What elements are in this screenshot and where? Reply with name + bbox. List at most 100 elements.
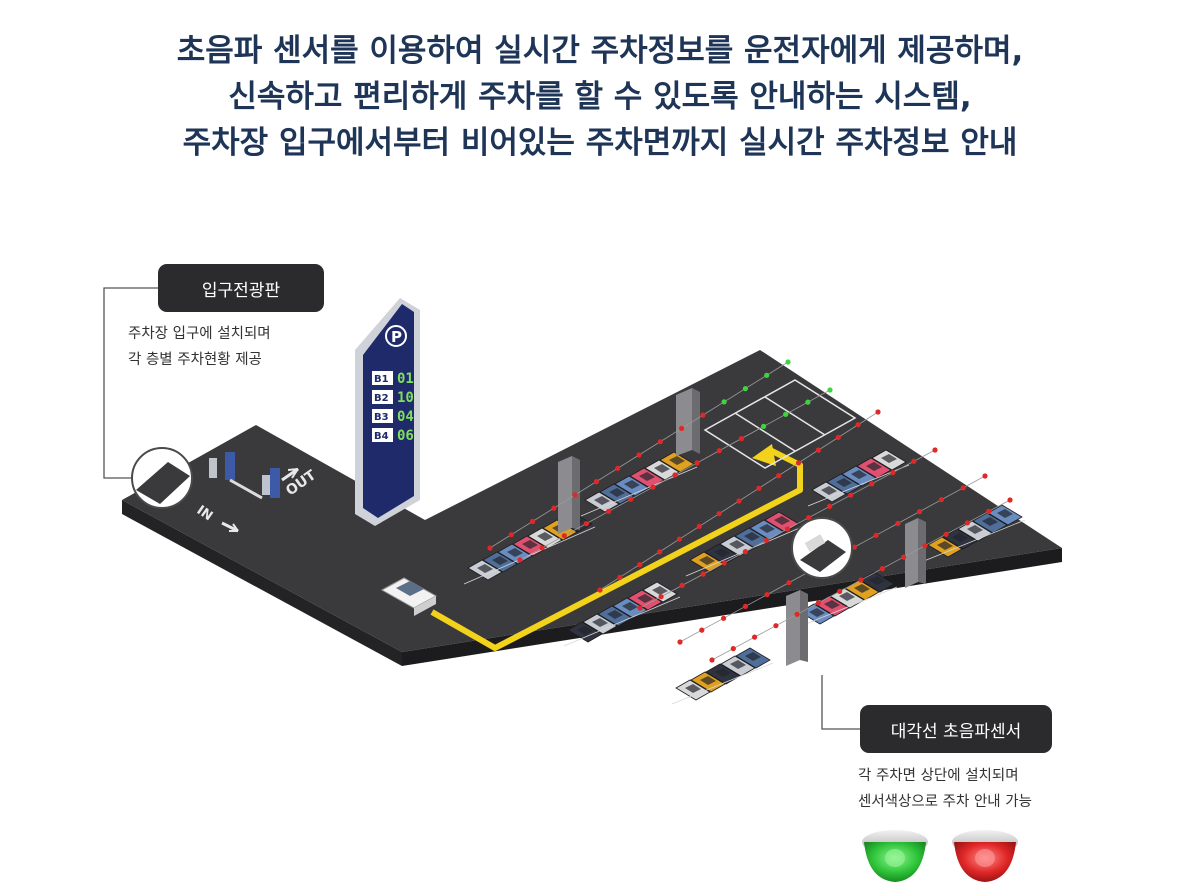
sensor-led xyxy=(815,600,822,606)
sensor-led xyxy=(890,470,896,476)
sensor-led xyxy=(487,545,493,551)
board-callout-line xyxy=(103,287,158,479)
sensor-led xyxy=(796,460,802,466)
in-label: IN xyxy=(194,503,215,524)
sensor-led-line xyxy=(637,447,938,611)
sensor-led xyxy=(786,580,792,586)
parking-row xyxy=(923,504,1026,562)
sensor-led xyxy=(721,615,727,621)
guided-car xyxy=(380,577,438,616)
sensor-led xyxy=(938,497,945,503)
sensor-led xyxy=(763,537,770,543)
sensor-led xyxy=(617,574,623,580)
floor-edge xyxy=(122,500,402,666)
sensor-led xyxy=(784,526,791,532)
sensor-led xyxy=(764,592,770,598)
headline-line-3: 주차장 입구에서부터 비어있는 주차면까지 실시간 주차정보 안내 xyxy=(182,125,1018,161)
sensor-led xyxy=(694,460,700,466)
parking-p-icon xyxy=(385,325,407,347)
entrance-board-desc-line-1: 주차장 입구에 설치되며 xyxy=(128,326,271,342)
sensor-led xyxy=(551,505,557,511)
sensor-led xyxy=(679,582,685,589)
entrance-magnifier xyxy=(131,447,193,509)
sensor-led xyxy=(657,549,663,555)
sensor-led xyxy=(943,531,949,537)
sensor-led-line xyxy=(517,387,833,563)
board-floor-label: B1 xyxy=(374,374,389,385)
sensor-led xyxy=(773,623,779,629)
sensor-led xyxy=(650,484,656,490)
sensor-led xyxy=(932,447,938,453)
guide-path xyxy=(430,447,803,651)
parking-row xyxy=(671,647,774,705)
sensor-led xyxy=(827,503,833,509)
sensor-led xyxy=(716,511,722,517)
sensor-led xyxy=(911,458,917,464)
in-marking: IN xyxy=(194,503,239,533)
sensor-led xyxy=(508,532,514,538)
sensor-led xyxy=(815,447,822,453)
sensor-led xyxy=(738,436,745,442)
parking-row xyxy=(580,451,698,517)
sensor-led xyxy=(606,508,612,514)
sensor-led xyxy=(709,657,715,663)
floor-edge-right xyxy=(402,548,1062,666)
sensor-callout: 대각선 초음파센서 xyxy=(860,705,1052,753)
board-floor-count: 04 xyxy=(397,409,414,425)
red-sensor-icon xyxy=(952,830,1018,882)
sensor-led xyxy=(761,423,767,429)
sensor-led xyxy=(752,634,758,640)
board-floor-label: B2 xyxy=(374,393,389,404)
sensor-led xyxy=(742,549,749,555)
guide-path-arrow xyxy=(752,444,776,466)
car-rows xyxy=(463,449,1026,705)
sensor-magnifier xyxy=(791,517,853,579)
headline-line-2: 신속하고 편리하게 주차를 할 수 있도록 안내하는 시스템, xyxy=(228,79,972,115)
sensor-led xyxy=(756,485,762,491)
sensor-led xyxy=(628,496,634,502)
sensor-callout-line xyxy=(821,675,860,730)
sensor-led xyxy=(742,603,749,610)
sensor-led xyxy=(730,646,736,652)
sensor-led xyxy=(875,409,881,415)
sensor-led xyxy=(637,562,643,568)
sensor-led xyxy=(805,399,811,405)
board-floor-row: B3 04 xyxy=(372,409,414,425)
sensor-led xyxy=(636,452,642,458)
sensor-led xyxy=(699,627,705,633)
sensor-led xyxy=(873,532,879,538)
sensor-led-lines xyxy=(487,359,1013,663)
parking-row xyxy=(563,581,681,647)
sensor-led xyxy=(783,411,789,417)
parking-row xyxy=(807,449,910,507)
sensor-led xyxy=(794,611,800,617)
sensor-led xyxy=(879,566,885,572)
sensor-led xyxy=(561,533,567,539)
sensor-led xyxy=(851,544,857,550)
headline: 초음파 센서를 이용하여 실시간 주차정보를 운전자에게 제공하며, 신속하고 … xyxy=(0,28,1200,166)
entrance-board-callout: 입구전광판 xyxy=(158,264,324,312)
sensor-led xyxy=(901,554,907,560)
board-floor-label: B3 xyxy=(374,412,389,423)
sensor-led xyxy=(572,492,578,498)
entrance-board-description: 주차장 입구에 설치되며 각 층별 주차현황 제공 xyxy=(128,321,271,373)
empty-target-spaces xyxy=(703,379,857,469)
sensor-led xyxy=(736,498,742,504)
sensor-led xyxy=(855,422,861,428)
entrance-gates xyxy=(209,452,280,500)
sensor-desc-line-1: 각 주차면 상단에 설치되며 xyxy=(858,768,1019,784)
green-sensor-icon xyxy=(862,830,928,882)
sensor-led-line xyxy=(487,359,791,551)
sensor-led xyxy=(721,399,727,405)
sensor-led xyxy=(764,372,770,378)
sensor-led xyxy=(827,387,833,393)
sensor-led xyxy=(806,515,812,521)
sensor-led xyxy=(858,577,864,583)
sensor-led xyxy=(583,521,590,527)
